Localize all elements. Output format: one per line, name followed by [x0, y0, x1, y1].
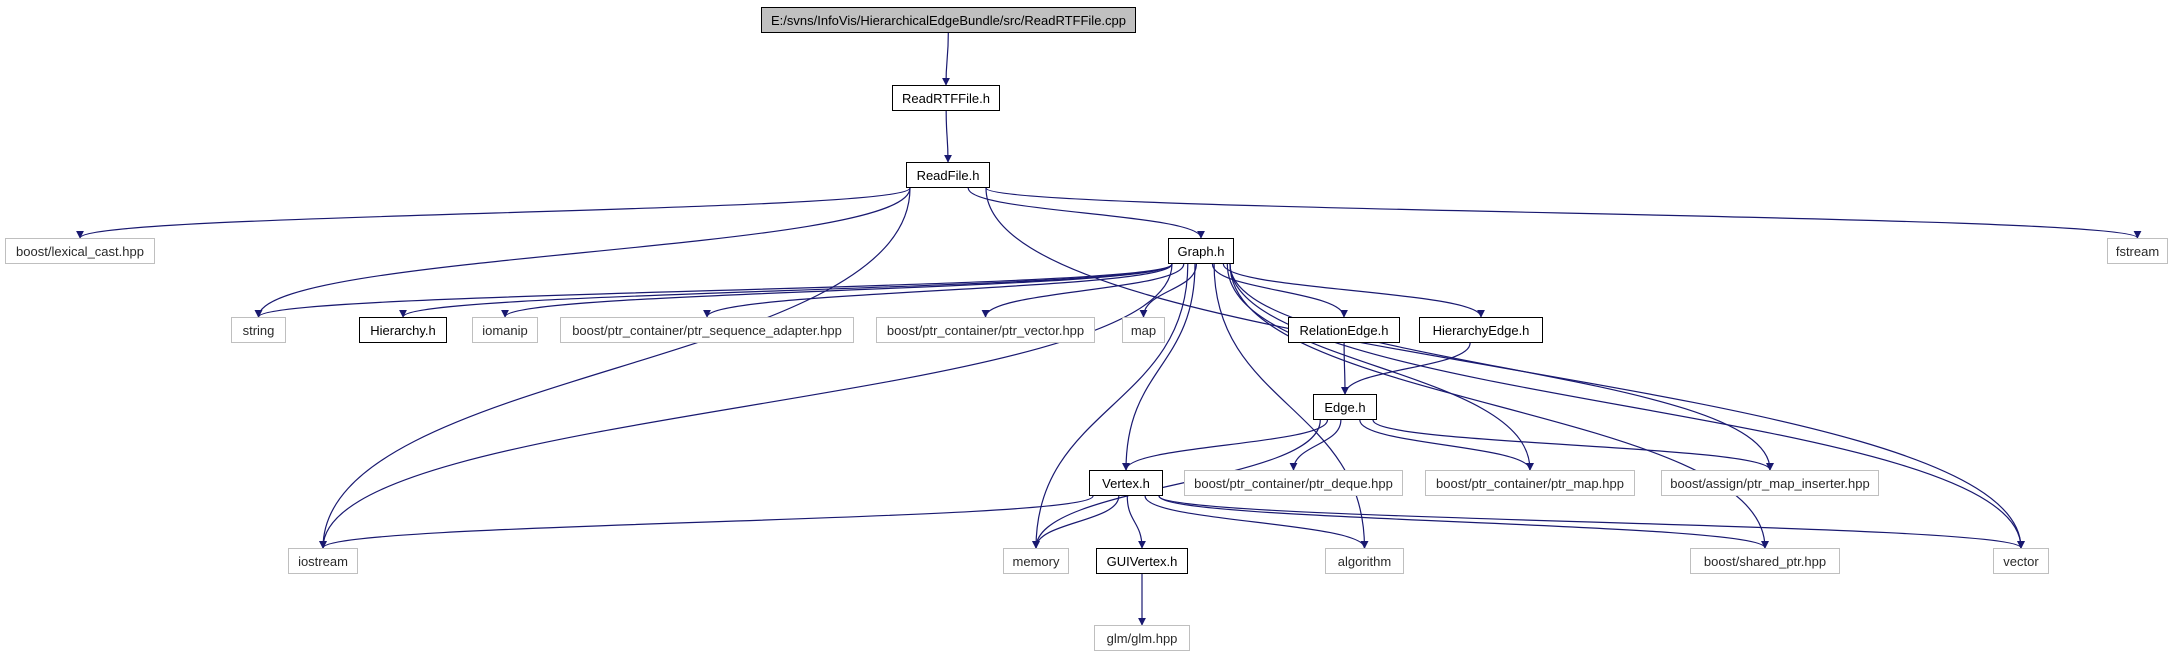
edge-readfile_h-to-fstream — [985, 187, 2142, 239]
edge-relationedge_h-to-edge_h — [1340, 342, 1349, 395]
edge-graph_h-to-memory — [1032, 263, 1189, 549]
edge-vertex_h-to-vector — [1158, 495, 2025, 549]
edge-edge_h-to-ptr_map — [1359, 419, 1534, 471]
edge-vertex_h-to-memory — [1032, 495, 1120, 549]
node-hierarchyedge-h[interactable]: HierarchyEdge.h — [1419, 317, 1543, 343]
node-fstream[interactable]: fstream — [2107, 238, 2168, 264]
node-algorithm[interactable]: algorithm — [1325, 548, 1404, 574]
node-ptr-deque[interactable]: boost/ptr_container/ptr_deque.hpp — [1184, 470, 1403, 496]
edge-vertex_h-to-algorithm — [1144, 495, 1369, 549]
node-relationedge-h[interactable]: RelationEdge.h — [1288, 317, 1400, 343]
node-ptr-sequence-adapter[interactable]: boost/ptr_container/ptr_sequence_adapter… — [560, 317, 854, 343]
edge-edge_h-to-ptr_deque — [1289, 419, 1342, 471]
edge-edge_h-to-ptr_map_inserter — [1372, 419, 1774, 471]
edge-graph_h-to-shared_ptr — [1229, 263, 1769, 549]
node-ptr-vector[interactable]: boost/ptr_container/ptr_vector.hpp — [876, 317, 1095, 343]
edge-vertex_h-to-guivertex_h — [1126, 495, 1146, 549]
edge-readfile_h-to-iostream — [319, 187, 911, 549]
edge-readrtffile_h-to-readfile_h — [943, 110, 952, 163]
edge-graph_h-to-iomanip — [501, 263, 1173, 318]
node-iomanip[interactable]: iomanip — [472, 317, 538, 343]
edge-graph_h-to-map — [1139, 263, 1197, 318]
edge-edge_h-to-vertex_h — [1122, 419, 1329, 471]
node-readfile-h[interactable]: ReadFile.h — [906, 162, 990, 188]
node-shared-ptr[interactable]: boost/shared_ptr.hpp — [1690, 548, 1840, 574]
edge-graph_h-to-ptr_vector — [981, 263, 1185, 318]
edge-edge_h-to-memory — [1032, 419, 1321, 549]
edge-graph_h-to-ptr_map_inserter — [1229, 263, 1774, 471]
edge-graph_h-to-hierarchy_h — [399, 263, 1173, 318]
node-lexical-cast[interactable]: boost/lexical_cast.hpp — [5, 238, 155, 264]
node-ptr-map[interactable]: boost/ptr_container/ptr_map.hpp — [1425, 470, 1635, 496]
node-readrtffile-h[interactable]: ReadRTFFile.h — [892, 85, 1000, 111]
edge-graph_h-to-vertex_h — [1122, 263, 1196, 471]
node-glm[interactable]: glm/glm.hpp — [1094, 625, 1190, 651]
edge-graph_h-to-vector — [1229, 263, 2025, 549]
edge-vertex_h-to-shared_ptr — [1158, 495, 1769, 549]
node-vector[interactable]: vector — [1993, 548, 2049, 574]
node-edge-h[interactable]: Edge.h — [1313, 394, 1377, 420]
edge-vertex_h-to-iostream — [319, 495, 1094, 549]
edge-graph_h-to-relationedge_h — [1211, 263, 1348, 318]
node-memory[interactable]: memory — [1003, 548, 1069, 574]
node-iostream[interactable]: iostream — [288, 548, 358, 574]
node-ptr-map-inserter[interactable]: boost/assign/ptr_map_inserter.hpp — [1661, 470, 1879, 496]
edge-graph_h-to-ptr_sequence_adapter — [703, 263, 1173, 318]
edge-readfile_h-to-lexical_cast — [76, 187, 911, 239]
edge-graph_h-to-algorithm — [1213, 263, 1369, 549]
edge-readfile_h-to-graph_h — [967, 187, 1205, 239]
node-hierarchy-h[interactable]: Hierarchy.h — [359, 317, 447, 343]
edge-hierarchyedge_h-to-edge_h — [1341, 342, 1471, 395]
node-guivertex-h[interactable]: GUIVertex.h — [1096, 548, 1188, 574]
node-graph-h[interactable]: Graph.h — [1168, 238, 1234, 264]
edge-graph_h-to-string — [254, 263, 1173, 318]
node-vertex-h[interactable]: Vertex.h — [1089, 470, 1163, 496]
node-map[interactable]: map — [1122, 317, 1165, 343]
edge-readfile_h-to-string — [254, 187, 911, 318]
edge-root-to-readrtffile_h — [942, 32, 951, 86]
node-string[interactable]: string — [231, 317, 286, 343]
edge-graph_h-to-hierarchyedge_h — [1222, 263, 1485, 318]
node-readrtffile-cpp[interactable]: E:/svns/InfoVis/HierarchicalEdgeBundle/s… — [761, 7, 1136, 33]
